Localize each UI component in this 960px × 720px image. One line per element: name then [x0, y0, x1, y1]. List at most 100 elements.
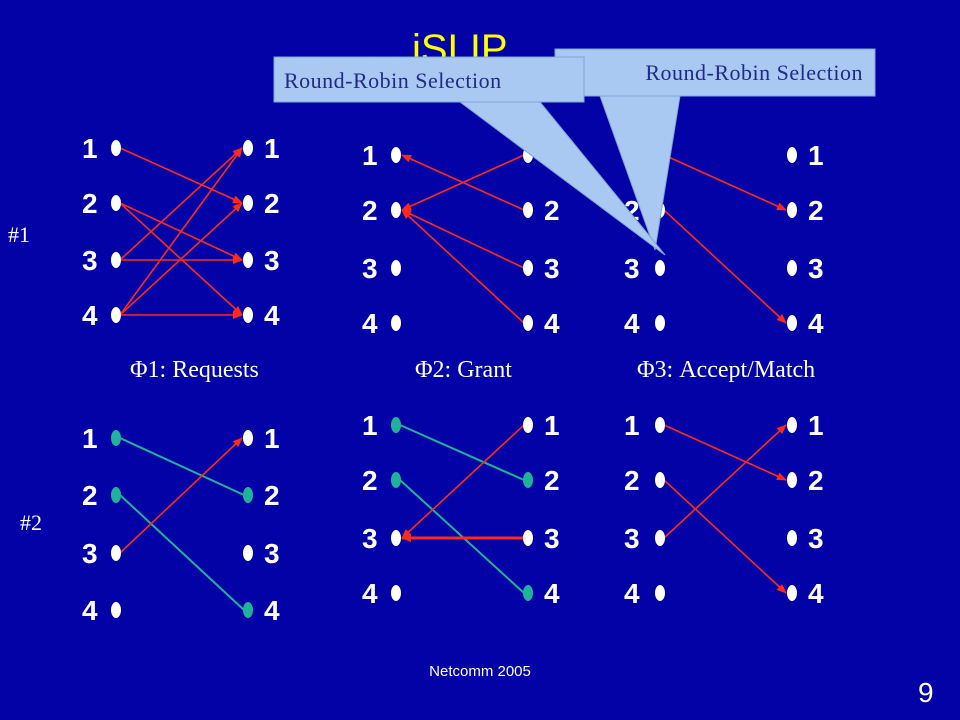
input-label-4: 4: [82, 300, 98, 331]
output-node-3: [523, 530, 533, 546]
input-label-4: 4: [82, 595, 98, 626]
output-node-2: [787, 202, 797, 218]
input-node-4: [655, 315, 665, 331]
request-arrow: [663, 424, 787, 481]
output-node-3: [523, 260, 533, 276]
iteration-label-1: #1: [8, 222, 30, 247]
input-node-3: [391, 530, 401, 546]
output-label-3: 3: [808, 523, 824, 554]
callout-round-robin-front: Round-Robin Selection: [273, 56, 666, 256]
output-label-2: 2: [264, 188, 280, 219]
input-label-4: 4: [362, 308, 378, 339]
input-label-3: 3: [82, 538, 98, 569]
input-node-1: [391, 417, 401, 433]
output-label-3: 3: [544, 523, 560, 554]
output-label-4: 4: [544, 578, 560, 609]
request-arrow: [119, 147, 243, 316]
input-node-2: [111, 195, 121, 211]
output-node-3: [787, 530, 797, 546]
output-label-2: 2: [808, 465, 824, 496]
request-arrow: [663, 154, 787, 211]
output-label-4: 4: [808, 578, 824, 609]
output-node-2: [243, 195, 253, 211]
input-label-2: 2: [82, 480, 98, 511]
footer-text: Netcomm 2005: [429, 663, 531, 680]
input-label-3: 3: [624, 253, 640, 284]
output-node-4: [523, 315, 533, 331]
output-label-3: 3: [544, 253, 560, 284]
input-label-3: 3: [82, 245, 98, 276]
input-label-1: 1: [362, 410, 378, 441]
request-arrow: [401, 154, 525, 211]
output-label-2: 2: [544, 465, 560, 496]
input-label-1: 1: [362, 140, 378, 171]
output-label-4: 4: [544, 308, 560, 339]
output-label-3: 3: [264, 538, 280, 569]
input-node-2: [391, 202, 401, 218]
request-arrow: [119, 437, 243, 554]
input-node-3: [655, 530, 665, 546]
input-label-3: 3: [624, 523, 640, 554]
input-node-3: [655, 260, 665, 276]
input-label-1: 1: [624, 410, 640, 441]
output-node-4: [787, 585, 797, 601]
input-node-4: [111, 307, 121, 323]
output-node-1: [243, 430, 253, 446]
input-node-3: [111, 545, 121, 561]
input-node-4: [391, 315, 401, 331]
pointer-line: [399, 424, 525, 481]
callout-text-back: Round-Robin Selection: [645, 60, 863, 85]
input-node-1: [111, 140, 121, 156]
output-label-4: 4: [264, 595, 280, 626]
pointer-line: [119, 494, 245, 611]
output-node-4: [243, 602, 253, 618]
output-node-1: [523, 417, 533, 433]
callout-text-front: Round-Robin Selection: [284, 68, 502, 93]
input-label-2: 2: [82, 188, 98, 219]
output-node-2: [243, 487, 253, 503]
output-node-4: [243, 307, 253, 323]
input-node-4: [655, 585, 665, 601]
input-node-1: [391, 147, 401, 163]
output-node-1: [787, 417, 797, 433]
output-label-1: 1: [808, 140, 824, 171]
input-node-2: [111, 487, 121, 503]
request-arrow: [663, 424, 787, 539]
pointer-line: [119, 437, 245, 496]
output-label-1: 1: [808, 410, 824, 441]
request-arrow: [663, 479, 787, 594]
panels-layer: 1234123412341234123412341234123412341234…: [82, 133, 824, 626]
output-label-1: 1: [264, 133, 280, 164]
page-number: 9: [918, 677, 934, 708]
input-label-3: 3: [362, 253, 378, 284]
phase-label-grant: Φ2: Grant: [415, 357, 512, 383]
output-node-1: [787, 147, 797, 163]
input-label-1: 1: [82, 423, 98, 454]
input-node-1: [655, 417, 665, 433]
output-label-2: 2: [544, 195, 560, 226]
input-label-1: 1: [82, 133, 98, 164]
request-arrow: [401, 424, 525, 539]
output-label-4: 4: [808, 308, 824, 339]
input-label-2: 2: [362, 195, 378, 226]
request-arrow: [119, 147, 243, 204]
input-label-4: 4: [624, 578, 640, 609]
output-node-4: [523, 585, 533, 601]
iteration-label-2: #2: [20, 510, 42, 535]
output-node-3: [243, 545, 253, 561]
output-label-2: 2: [808, 195, 824, 226]
input-label-4: 4: [624, 308, 640, 339]
input-label-2: 2: [362, 465, 378, 496]
phase-label-accept: Φ3: Accept/Match: [637, 357, 815, 383]
output-node-4: [787, 315, 797, 331]
request-arrow: [401, 209, 525, 324]
output-node-1: [243, 140, 253, 156]
output-label-4: 4: [264, 300, 280, 331]
